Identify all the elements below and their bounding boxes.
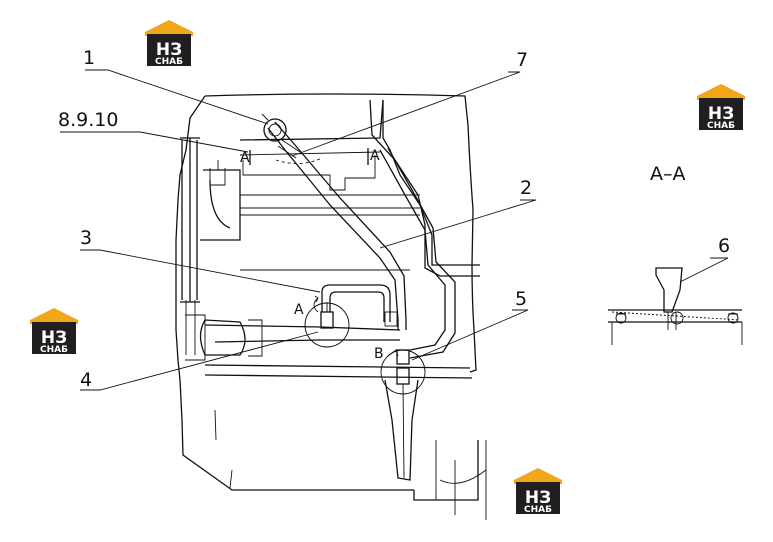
section-mark-a-left: A xyxy=(240,150,250,166)
watermark-logo-3: НЗ СНАБ xyxy=(30,308,78,355)
left-rail xyxy=(180,137,200,355)
logo-sub: СНАБ xyxy=(155,57,183,67)
logo-letters: НЗ xyxy=(708,104,734,124)
callout-labels: 1 8.9.10 7 2 3 4 5 6 xyxy=(58,47,730,391)
leader-lines xyxy=(60,69,729,391)
detail-circle-b xyxy=(380,349,426,481)
logo-sub: СНАБ xyxy=(707,121,735,131)
logo-plate xyxy=(516,482,560,514)
callout-3: 3 xyxy=(80,227,92,249)
logo-plate xyxy=(699,98,743,130)
callout-6: 6 xyxy=(718,235,730,257)
logo-sub: СНАБ xyxy=(40,345,68,355)
watermark-logo-2: НЗ СНАБ xyxy=(697,84,745,131)
logo-roof-icon xyxy=(697,84,745,100)
section-view-aa xyxy=(608,267,743,345)
logo-plate xyxy=(32,322,76,354)
pipe-4 xyxy=(185,314,401,361)
logo-letters: НЗ xyxy=(525,488,551,508)
callout-7: 7 xyxy=(516,49,528,71)
left-bracket xyxy=(200,160,241,241)
detail-label-a: A xyxy=(294,302,304,318)
pipe-3 xyxy=(321,284,391,322)
section-view-title: A–A xyxy=(650,163,686,185)
callout-1: 1 xyxy=(83,47,95,69)
hose-2 xyxy=(379,147,456,359)
logo-roof-icon xyxy=(145,20,193,36)
callout-5: 5 xyxy=(515,288,527,310)
callout-8-9-10: 8.9.10 xyxy=(58,109,118,131)
callout-4: 4 xyxy=(80,369,92,391)
detail-label-b: B xyxy=(374,346,384,362)
fitting-1 xyxy=(261,113,323,164)
hose-7 xyxy=(267,121,407,330)
watermark-logo-1: НЗ СНАБ xyxy=(145,20,193,67)
watermark-logo-4: НЗ СНАБ xyxy=(514,468,562,515)
logo-plate xyxy=(147,34,191,66)
logo-sub: СНАБ xyxy=(524,505,552,515)
section-letters: A A A B A–A xyxy=(240,148,686,362)
logo-roof-icon xyxy=(30,308,78,324)
logo-roof-icon xyxy=(514,468,562,484)
detail-circle-a xyxy=(304,295,398,348)
logo-letters: НЗ xyxy=(41,328,67,348)
callout-2: 2 xyxy=(520,177,532,199)
logo-letters: НЗ xyxy=(156,40,182,60)
section-mark-a-right: A xyxy=(370,148,380,164)
frame-outline xyxy=(175,93,487,520)
section-cut-a xyxy=(249,148,369,165)
